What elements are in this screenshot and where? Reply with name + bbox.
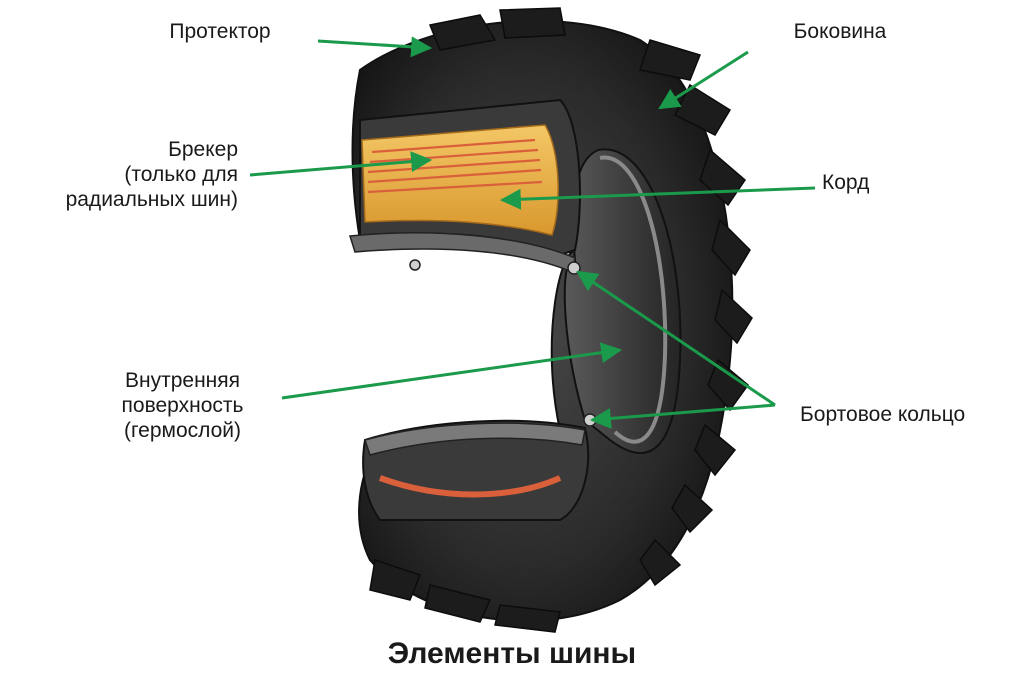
label-sidewall: Боковина <box>793 20 887 43</box>
page-title: Элементы шины <box>387 637 637 670</box>
arrow-bead-upper <box>576 270 776 407</box>
arrow-tread <box>317 36 433 58</box>
inner-liner-lower <box>364 422 586 456</box>
label-breaker: Брекер (только для радиальных шин) <box>65 138 238 211</box>
tread-lugs <box>369 7 753 633</box>
tire-cutaway-illustration <box>349 7 753 633</box>
lower-breaker <box>378 475 562 498</box>
label-cord: Корд <box>822 171 870 194</box>
arrow-bead-lower <box>589 403 776 429</box>
arrow-inner-surface <box>281 342 623 400</box>
rim-lip <box>599 155 668 444</box>
label-inner-surface: Внутренняя поверхность (гермослой) <box>121 369 244 442</box>
arrow-breaker <box>249 151 433 177</box>
bead-ring-left <box>409 259 421 271</box>
arrow-sidewall <box>658 50 749 110</box>
arrow-cord <box>499 186 816 210</box>
label-tread: Протектор <box>169 20 271 43</box>
pointer-arrows <box>249 36 816 429</box>
breaker-layers <box>367 138 543 194</box>
lower-section <box>362 419 590 521</box>
label-bead-ring: Бортовое кольцо <box>800 403 966 426</box>
